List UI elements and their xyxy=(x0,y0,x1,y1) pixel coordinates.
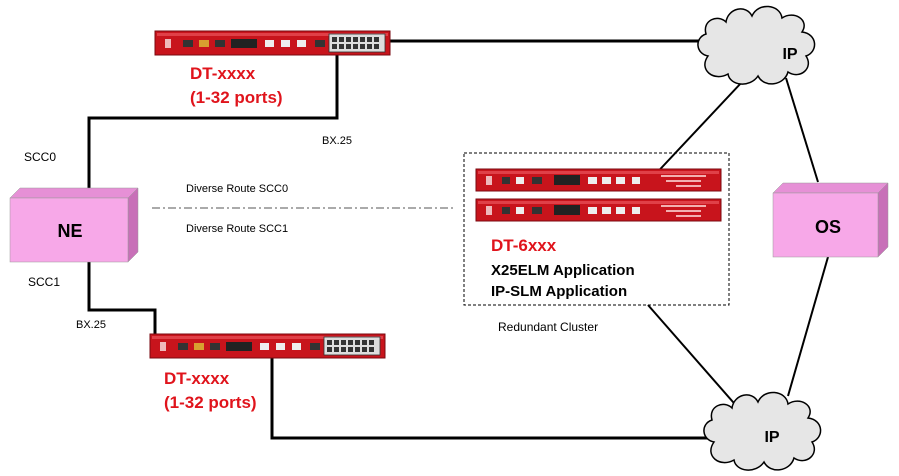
link-ne-to-bottom-device xyxy=(87,252,157,335)
scc1-label: SCC1 xyxy=(28,275,60,289)
connections xyxy=(87,39,716,440)
link-ip-top-to-cluster xyxy=(649,81,743,181)
ne-box: NE xyxy=(9,187,139,263)
ip-cloud-top: IP xyxy=(697,5,816,85)
bottom-device xyxy=(149,333,386,359)
os-box: OS xyxy=(772,182,889,258)
redundant-cluster-box xyxy=(463,152,730,306)
ip-cloud-top-label: IP xyxy=(782,46,797,63)
link-bottom-device-to-ip xyxy=(270,356,716,440)
bottom-device-name: DT-xxxx xyxy=(164,369,230,388)
os-label: OS xyxy=(815,217,841,237)
cluster-device-2 xyxy=(475,198,722,222)
cluster-app-x25elm: X25ELM Application xyxy=(491,262,635,279)
top-device-name: DT-xxxx xyxy=(190,64,256,83)
cluster-app-ipslm: IP-SLM Application xyxy=(491,283,627,300)
ne-label: NE xyxy=(57,221,82,241)
scc0-label: SCC0 xyxy=(24,150,56,164)
bx25-bottom-label: BX.25 xyxy=(76,319,106,331)
ip-cloud-bottom-label: IP xyxy=(764,429,779,446)
bottom-device-ports: (1-32 ports) xyxy=(164,393,257,412)
diverse-route-scc0-label: Diverse Route SCC0 xyxy=(186,183,288,195)
top-device xyxy=(154,30,391,56)
link-ip-top-to-os xyxy=(785,77,819,183)
ip-cloud-bottom: IP xyxy=(703,391,822,471)
cluster-device-name: DT-6xxx xyxy=(491,236,557,255)
thin-connections xyxy=(647,77,831,411)
diverse-route-scc1-label: Diverse Route SCC1 xyxy=(186,223,288,235)
cluster-device-1 xyxy=(475,168,722,192)
redundant-cluster-caption: Redundant Cluster xyxy=(498,320,598,334)
top-device-ports: (1-32 ports) xyxy=(190,88,283,107)
bx25-top-label: BX.25 xyxy=(322,135,352,147)
link-cluster-to-ip-bottom xyxy=(647,304,741,411)
link-os-to-ip-bottom xyxy=(787,249,831,397)
link-top-device-to-ne xyxy=(87,50,339,188)
